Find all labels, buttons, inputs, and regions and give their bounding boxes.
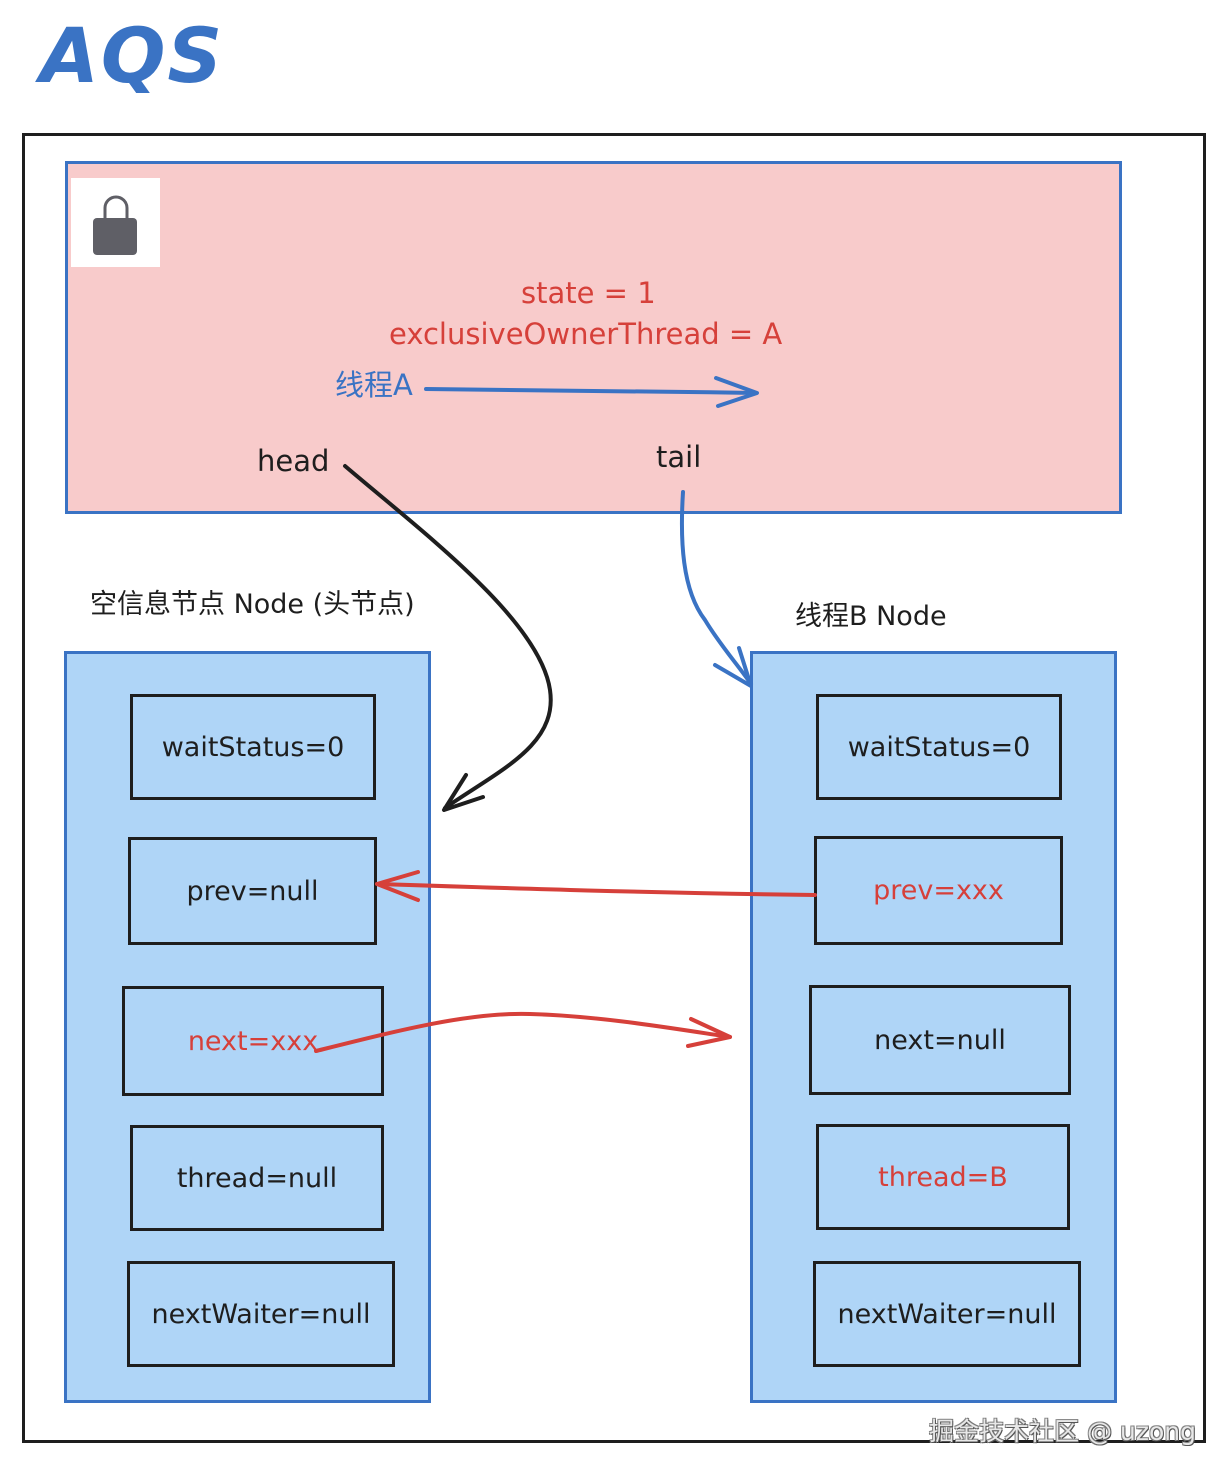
lock-icon xyxy=(93,195,137,255)
watermark: 掘金技术社区 @ uzong xyxy=(929,1417,1196,1446)
thread-b-node-caption: 线程B Node xyxy=(795,601,947,632)
diagram-title: AQS xyxy=(40,11,225,100)
outer-frame xyxy=(22,133,1206,1443)
owner-thread-label: exclusiveOwnerThread = A xyxy=(389,317,783,351)
thread-a-label: 线程A xyxy=(335,368,413,402)
thread-b-node-field-nextwaiter: nextWaiter=null xyxy=(813,1261,1081,1367)
head-node-field-thread: thread=null xyxy=(130,1125,384,1231)
tail-label: tail xyxy=(656,440,702,474)
head-node-caption: 空信息节点 Node (头节点) xyxy=(90,589,415,620)
thread-b-node-field-waitstatus: waitStatus=0 xyxy=(816,694,1062,800)
thread-b-node-field-thread: thread=B xyxy=(816,1124,1070,1230)
head-label: head xyxy=(257,444,330,478)
head-node-field-prev: prev=null xyxy=(128,837,377,945)
aqs-box xyxy=(65,161,1122,514)
thread-b-node-field-next: next=null xyxy=(809,985,1071,1095)
head-node-field-waitstatus: waitStatus=0 xyxy=(130,694,376,800)
thread-b-node-field-prev: prev=xxx xyxy=(814,836,1063,945)
lock-tile xyxy=(71,178,160,267)
head-node-field-next: next=xxx xyxy=(122,986,384,1096)
state-label: state = 1 xyxy=(521,276,656,310)
head-node-field-nextwaiter: nextWaiter=null xyxy=(127,1261,395,1367)
